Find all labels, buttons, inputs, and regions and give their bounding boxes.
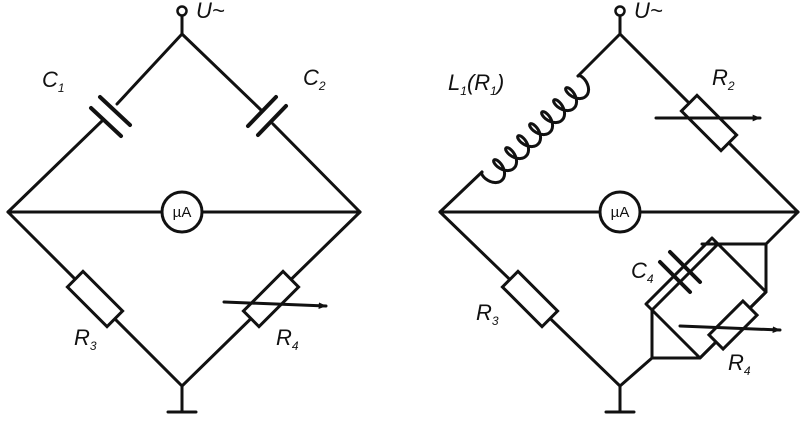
right-microammeter: µA — [598, 190, 642, 234]
svg-text:µA: µA — [173, 204, 192, 221]
left-resistor-r3 — [65, 269, 125, 329]
left-r3-label: R3 — [74, 325, 97, 353]
left-supply-label: U~ — [196, 0, 225, 23]
right-c4-label: C4 — [631, 258, 654, 286]
right-resistor-r3 — [500, 269, 560, 329]
left-microammeter: µA — [160, 190, 204, 234]
right-inductor-l1 — [438, 32, 622, 214]
right-r4-label: R4 — [728, 350, 751, 378]
right-r3-label: R3 — [476, 300, 499, 328]
left-supply-terminal — [176, 5, 188, 17]
right-variable-resistor-r2 — [679, 93, 739, 153]
left-variable-resistor-r4 — [241, 269, 301, 329]
right-supply-terminal — [614, 5, 626, 17]
left-c2-label: C2 — [303, 65, 326, 93]
svg-text:µA: µA — [611, 204, 630, 221]
right-r4-variable-arrow — [678, 324, 782, 334]
left-capacitor-c1 — [6, 32, 184, 214]
right-capacitor-c4 — [658, 260, 692, 294]
right-r2-label: R2 — [712, 65, 735, 93]
left-c1-label: C1 — [42, 67, 65, 95]
left-bridge: U~ C1 C2 µA R3 R4 — [6, 0, 362, 414]
left-capacitor-c2 — [180, 32, 362, 214]
left-r4-variable-arrow — [222, 300, 328, 310]
left-r4-label: R4 — [276, 325, 299, 353]
right-parallel-c4-r4 — [618, 210, 800, 388]
right-variable-resistor-r4 — [706, 298, 760, 352]
right-supply-label: U~ — [634, 0, 663, 23]
right-l1-label: L1(R1) — [448, 70, 504, 98]
right-bridge: U~ L1(R1) R2 µA R3 — [438, 0, 800, 414]
